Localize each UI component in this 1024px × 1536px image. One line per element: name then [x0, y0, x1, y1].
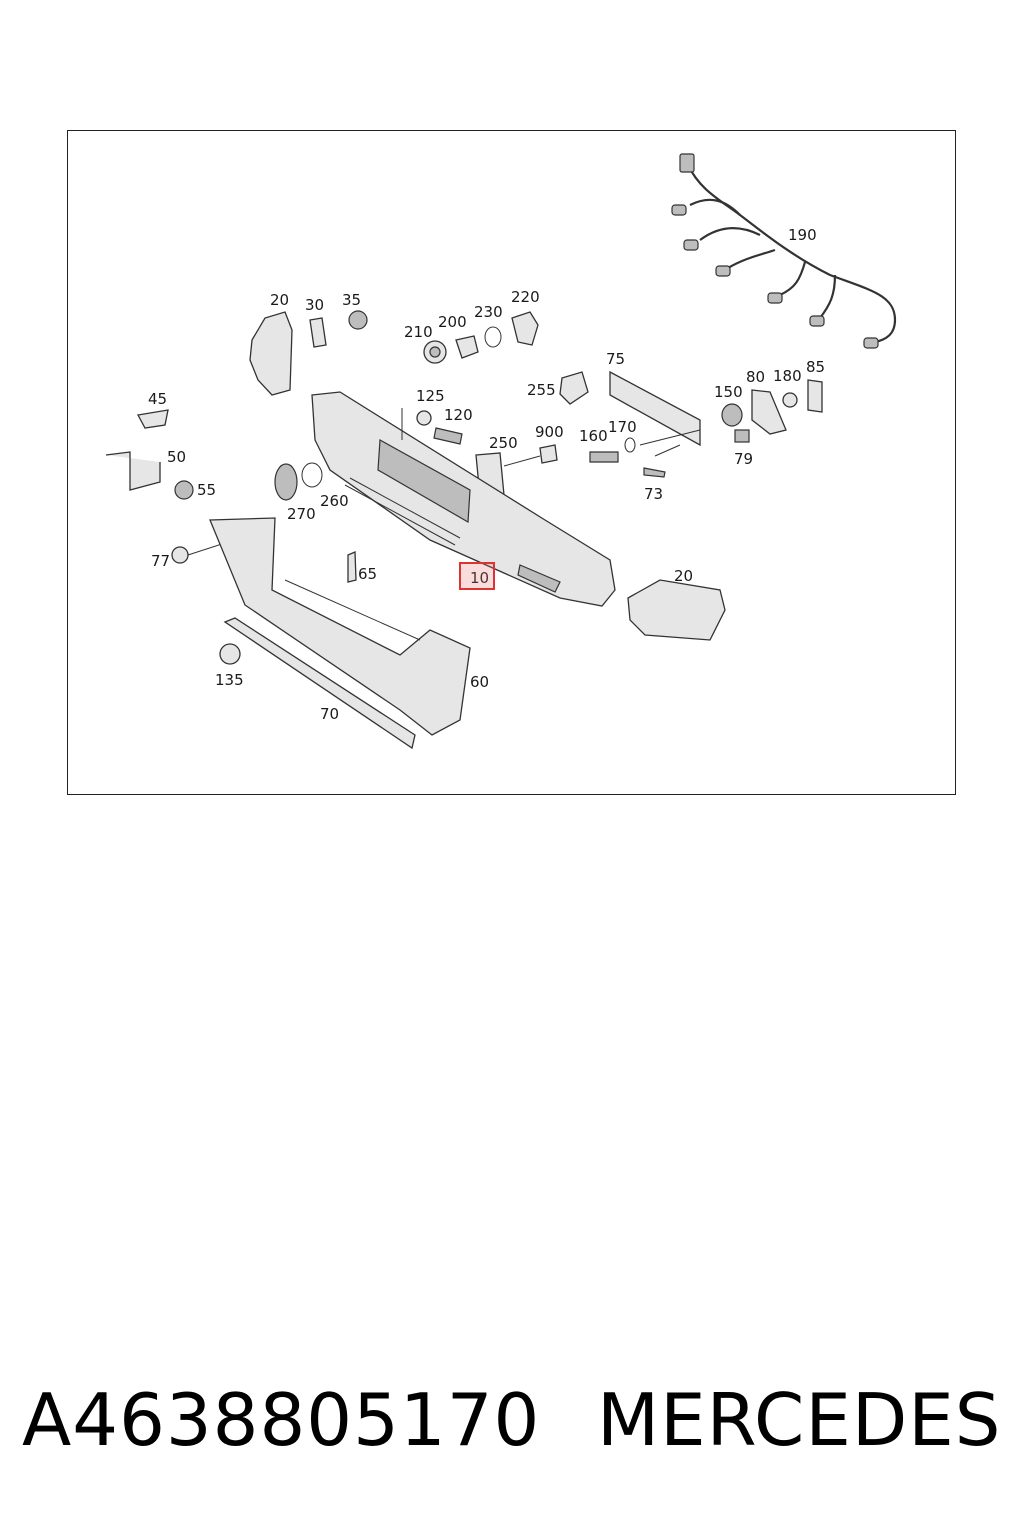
strip-70 [223, 617, 416, 750]
diagram-frame [67, 130, 956, 795]
callout-73: 73 [644, 485, 663, 503]
washer-170 [624, 437, 636, 453]
screw-73 [643, 467, 666, 478]
callout-60: 60 [470, 673, 489, 691]
callout-180: 180 [773, 367, 802, 385]
clip-85 [807, 379, 823, 413]
callout-190: 190 [788, 226, 817, 244]
holder-220 [511, 311, 539, 346]
bracket-75 [609, 370, 701, 447]
highlight-box-part-10[interactable] [459, 562, 495, 590]
bracket-50 [105, 451, 161, 491]
wiring-harness-190 [671, 153, 897, 349]
bush-150 [721, 403, 743, 427]
corner-cap-right [627, 579, 726, 641]
callout-80: 80 [746, 368, 765, 386]
callout-45: 45 [148, 390, 167, 408]
sensor-200 [455, 335, 479, 359]
insert-65 [347, 551, 357, 583]
callout-260: 260 [320, 492, 349, 510]
callout-75: 75 [606, 350, 625, 368]
callout-10-highlighted: 10 [470, 569, 489, 587]
panel-60 [209, 517, 471, 736]
bolt-160 [589, 451, 619, 463]
ring-260 [301, 462, 323, 488]
callout-250: 250 [489, 434, 518, 452]
brand-name: MERCEDES [597, 1378, 1002, 1462]
callout-30: 30 [305, 296, 324, 314]
callout-55: 55 [197, 481, 216, 499]
callout-20b: 20 [674, 567, 693, 585]
callout-200: 200 [438, 313, 467, 331]
callout-50: 50 [167, 448, 186, 466]
plug-135 [219, 643, 241, 665]
washer-125 [416, 410, 432, 426]
clip-30 [309, 317, 327, 348]
plate-80 [751, 389, 787, 435]
callout-160: 160 [579, 427, 608, 445]
callout-220: 220 [511, 288, 540, 306]
callout-65: 65 [358, 565, 377, 583]
callout-120: 120 [444, 406, 473, 424]
bolt-120 [433, 427, 463, 445]
callout-210: 210 [404, 323, 433, 341]
ring-230 [484, 326, 502, 348]
nut-79 [734, 429, 750, 443]
washer-77 [171, 546, 189, 564]
callout-85: 85 [806, 358, 825, 376]
callout-77: 77 [151, 552, 170, 570]
callout-270: 270 [287, 505, 316, 523]
callout-35: 35 [342, 291, 361, 309]
corner-cap-left [249, 311, 293, 396]
callout-70: 70 [320, 705, 339, 723]
callout-20a: 20 [270, 291, 289, 309]
bumper-main-10 [311, 391, 616, 607]
nut-35 [348, 310, 368, 330]
callout-125: 125 [416, 387, 445, 405]
clip-45 [136, 409, 169, 429]
grommet-55 [174, 480, 194, 500]
callout-900: 900 [535, 423, 564, 441]
part-900 [539, 444, 558, 464]
callout-170: 170 [608, 418, 637, 436]
footer: A4638805170 MERCEDES [0, 1370, 1024, 1470]
callout-230: 230 [474, 303, 503, 321]
callout-150: 150 [714, 383, 743, 401]
holder-255 [559, 371, 589, 405]
part-number: A4638805170 [22, 1378, 541, 1462]
sensor-270 [274, 463, 298, 501]
callout-255: 255 [527, 381, 556, 399]
callout-135: 135 [215, 671, 244, 689]
washer-180 [782, 392, 798, 408]
callout-79: 79 [734, 450, 753, 468]
